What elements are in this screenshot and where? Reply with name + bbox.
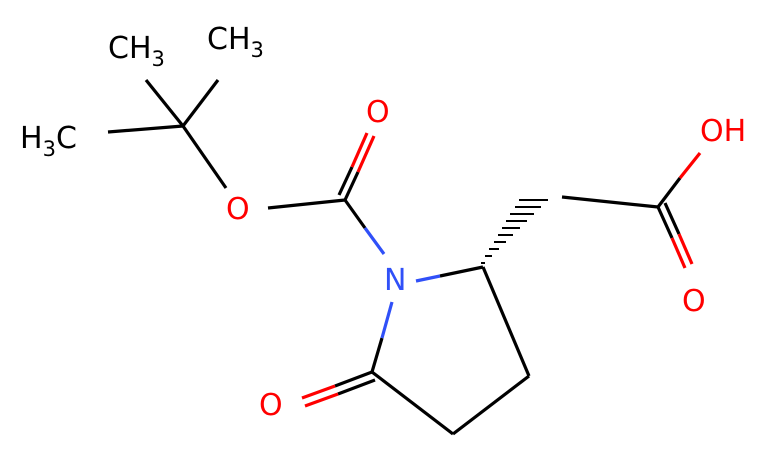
oh-acid-label: OH [700,114,746,149]
bond-lactam-c-o-b [337,378,376,396]
bond-boc-c-o-double-a [343,171,360,201]
bond-carbonyl-c-n-blue [363,227,386,255]
bond-c2-c3 [481,266,531,377]
bond-lactam-c-o-b-red [304,392,339,408]
o-acid-carbonyl-label: O [682,284,706,319]
bond-acid-c-oh-red [678,152,702,179]
bond-acid-c-o-a [656,206,674,239]
bond-ch2-acid-c [561,195,659,209]
o-lactam-label: O [259,388,283,423]
bond-lactam-c-o-a [334,370,373,388]
hashed-wedge-bond [481,199,548,264]
bond-acid-c-o-a-red [670,237,687,269]
bond-tbu-ch3-top-right [181,79,220,127]
bond-lactam-c-o-a-red [301,384,336,400]
bond-c5-n-blue [380,301,394,339]
bond-acid-c-oh-black [656,177,682,208]
bond-n-c2-blue [415,274,441,283]
bond-tbu-ch3-left [107,124,184,134]
bond-c5-n-black [370,337,384,373]
bond-c3-c4 [452,374,530,436]
bond-acid-c-o-b-red [677,233,694,265]
ch3-top-right-label: CH3 [207,22,264,62]
bond-acid-c-o-b [663,202,681,235]
bond-boc-c-o-double-b-red [350,132,369,168]
bond-tbu-ch3-top-left [144,78,185,128]
bond-c4-c5 [371,370,454,436]
bond-carbonyl-c-n-black [343,199,367,229]
ch3-top-left-label: CH3 [108,31,165,71]
n-ring-label: N [384,263,406,298]
bond-boc-c-o-double-a-red [356,135,376,173]
o-ester-label: O [226,192,250,227]
o-carbonyl-boc-label: O [366,95,390,130]
bond-o-ester-carbonyl-c [267,198,346,210]
bond-boc-c-o-double-b [337,166,354,196]
bond-tbu-o-ester [181,125,228,189]
bond-n-c2-black [439,265,484,278]
h3c-left-label: H3C [20,121,77,161]
